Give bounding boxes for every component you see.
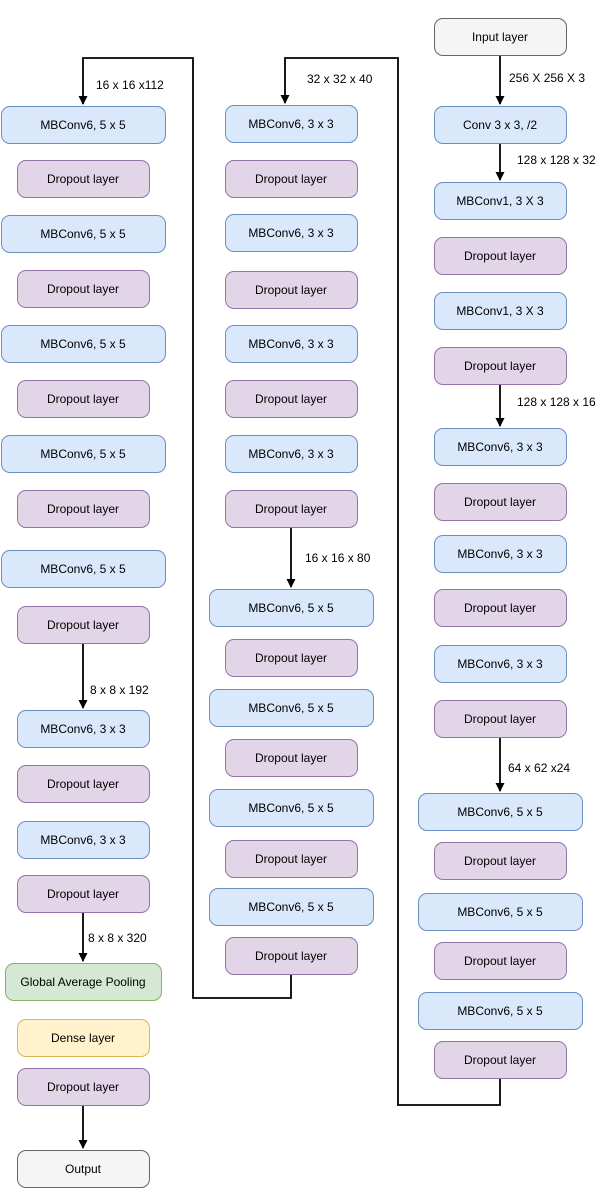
layer-box-mbconv6-5-x-5: MBConv6, 5 x 5 xyxy=(0,325,166,363)
layer-box-mbconv6-5-x-5: MBConv6, 5 x 5 xyxy=(208,789,374,827)
tensor-shape-label: 128 x 128 x 32 xyxy=(517,153,596,167)
tensor-shape-label: 32 x 32 x 40 xyxy=(307,72,373,86)
layer-box-mbconv6-3-x-3: MBConv6, 3 x 3 xyxy=(16,821,150,859)
layer-box-dropout-layer: Dropout layer xyxy=(433,483,567,521)
tensor-shape-label: 8 x 8 x 320 xyxy=(88,931,147,945)
layer-box-dropout-layer: Dropout layer xyxy=(224,937,358,975)
layer-box-global-average-pooling: Global Average Pooling xyxy=(4,963,162,1001)
layer-box-dropout-layer: Dropout layer xyxy=(16,765,150,803)
layer-box-output: Output xyxy=(16,1150,150,1188)
layer-box-dropout-layer: Dropout layer xyxy=(16,380,150,418)
tensor-shape-label: 8 x 8 x 192 xyxy=(90,683,149,697)
layer-box-input-layer: Input layer xyxy=(433,18,567,56)
layer-box-mbconv6-3-x-3: MBConv6, 3 x 3 xyxy=(224,435,358,473)
layer-box-dropout-layer: Dropout layer xyxy=(224,160,358,198)
tensor-shape-label: 16 x 16 x112 xyxy=(96,78,164,92)
layer-box-mbconv6-5-x-5: MBConv6, 5 x 5 xyxy=(0,550,166,588)
layer-box-dropout-layer: Dropout layer xyxy=(433,942,567,980)
layer-box-dropout-layer: Dropout layer xyxy=(224,639,358,677)
tensor-shape-label: 256 X 256 X 3 xyxy=(509,71,586,85)
layer-box-dropout-layer: Dropout layer xyxy=(224,380,358,418)
layer-box-mbconv6-3-x-3: MBConv6, 3 x 3 xyxy=(224,105,358,143)
layer-box-mbconv6-5-x-5: MBConv6, 5 x 5 xyxy=(0,435,166,473)
layer-box-dropout-layer: Dropout layer xyxy=(224,840,358,878)
layer-box-mbconv6-5-x-5: MBConv6, 5 x 5 xyxy=(0,106,166,144)
layer-box-mbconv6-3-x-3: MBConv6, 3 x 3 xyxy=(433,428,567,466)
layer-box-mbconv6-3-x-3: MBConv6, 3 x 3 xyxy=(224,325,358,363)
layer-box-dropout-layer: Dropout layer xyxy=(433,842,567,880)
layer-box-mbconv6-3-x-3: MBConv6, 3 x 3 xyxy=(224,214,358,252)
layer-box-mbconv6-5-x-5: MBConv6, 5 x 5 xyxy=(208,589,374,627)
layer-box-mbconv1-3-x-3: MBConv1, 3 X 3 xyxy=(433,292,567,330)
layer-box-dropout-layer: Dropout layer xyxy=(16,606,150,644)
layer-box-dropout-layer: Dropout layer xyxy=(16,160,150,198)
layer-box-mbconv6-5-x-5: MBConv6, 5 x 5 xyxy=(0,215,166,253)
layer-box-dropout-layer: Dropout layer xyxy=(433,1041,567,1079)
layer-box-dropout-layer: Dropout layer xyxy=(433,347,567,385)
layer-box-mbconv6-3-x-3: MBConv6, 3 x 3 xyxy=(433,535,567,573)
layer-box-dropout-layer: Dropout layer xyxy=(16,490,150,528)
layer-box-dropout-layer: Dropout layer xyxy=(433,700,567,738)
layer-box-mbconv6-3-x-3: MBConv6, 3 x 3 xyxy=(16,710,150,748)
layer-box-dropout-layer: Dropout layer xyxy=(16,1068,150,1106)
layer-box-dense-layer: Dense layer xyxy=(16,1019,150,1057)
tensor-shape-label: 128 x 128 x 16 xyxy=(517,395,596,409)
layer-box-mbconv6-5-x-5: MBConv6, 5 x 5 xyxy=(208,888,374,926)
layer-box-mbconv6-5-x-5: MBConv6, 5 x 5 xyxy=(417,893,583,931)
layer-box-dropout-layer: Dropout layer xyxy=(224,739,358,777)
layer-box-dropout-layer: Dropout layer xyxy=(16,270,150,308)
layer-box-dropout-layer: Dropout layer xyxy=(433,237,567,275)
layer-box-dropout-layer: Dropout layer xyxy=(224,490,358,528)
layer-box-mbconv6-5-x-5: MBConv6, 5 x 5 xyxy=(417,992,583,1030)
layer-box-dropout-layer: Dropout layer xyxy=(16,875,150,913)
layer-box-mbconv6-3-x-3: MBConv6, 3 x 3 xyxy=(433,645,567,683)
layer-box-conv-3-x-3-2: Conv 3 x 3, /2 xyxy=(433,106,567,144)
layer-box-mbconv1-3-x-3: MBConv1, 3 X 3 xyxy=(433,182,567,220)
layer-box-dropout-layer: Dropout layer xyxy=(224,271,358,309)
layer-box-mbconv6-5-x-5: MBConv6, 5 x 5 xyxy=(208,689,374,727)
layer-box-dropout-layer: Dropout layer xyxy=(433,589,567,627)
layer-box-mbconv6-5-x-5: MBConv6, 5 x 5 xyxy=(417,793,583,831)
tensor-shape-label: 64 x 62 x24 xyxy=(508,761,571,775)
tensor-shape-label: 16 x 16 x 80 xyxy=(305,551,371,565)
